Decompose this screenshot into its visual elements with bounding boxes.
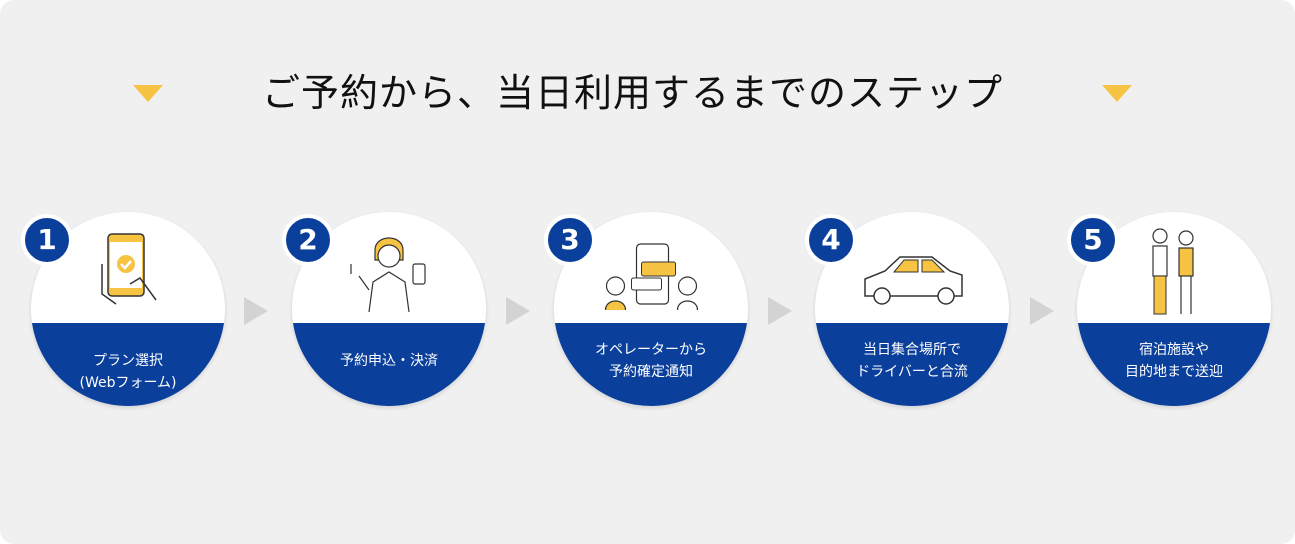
next-arrow-icon (244, 297, 268, 325)
step-number-badge: 5 (1067, 214, 1119, 266)
step-number-badge: 2 (282, 214, 334, 266)
step-label-line2: ドライバーと合流 (856, 364, 968, 380)
step-label-line1: 予約申込・決済 (340, 353, 438, 369)
page-title: ご予約から、当日利用するまでのステップ (261, 71, 1003, 115)
step-number-badge: 4 (805, 214, 857, 266)
chat-notification-icon (604, 243, 699, 311)
step-label-line1: オペレーターから (595, 342, 707, 358)
person-with-phone-icon (350, 237, 426, 313)
next-arrow-icon (506, 297, 530, 325)
next-arrow-icon (768, 297, 792, 325)
step-label: 予約申込・決済 (292, 323, 486, 406)
step-label: 当日集合場所で ドライバーと合流 (815, 323, 1009, 406)
triangle-marker-icon (133, 85, 163, 102)
step-label: オペレーターから 予約確定通知 (554, 323, 748, 406)
step-label-line2: (Webフォーム) (79, 375, 177, 391)
step-label-line1: 宿泊施設や (1139, 342, 1209, 358)
triangle-marker-icon (1102, 85, 1132, 102)
step-1: プラン選択 (Webフォーム) (31, 212, 225, 406)
car-icon (864, 256, 963, 305)
smartphone-check-icon (101, 233, 157, 305)
step-label: プラン選択 (Webフォーム) (31, 323, 225, 406)
step-number-badge: 1 (21, 214, 73, 266)
step-label-line2: 目的地まで送迎 (1125, 364, 1223, 380)
step-label-line1: プラン選択 (93, 353, 163, 369)
step-label-line2: 予約確定通知 (609, 364, 693, 380)
step-number-badge: 3 (544, 214, 596, 266)
step-label: 宿泊施設や 目的地まで送迎 (1077, 323, 1271, 406)
step-label-line1: 当日集合場所で (863, 342, 961, 358)
travelers-icon (1152, 228, 1194, 315)
next-arrow-icon (1030, 297, 1054, 325)
